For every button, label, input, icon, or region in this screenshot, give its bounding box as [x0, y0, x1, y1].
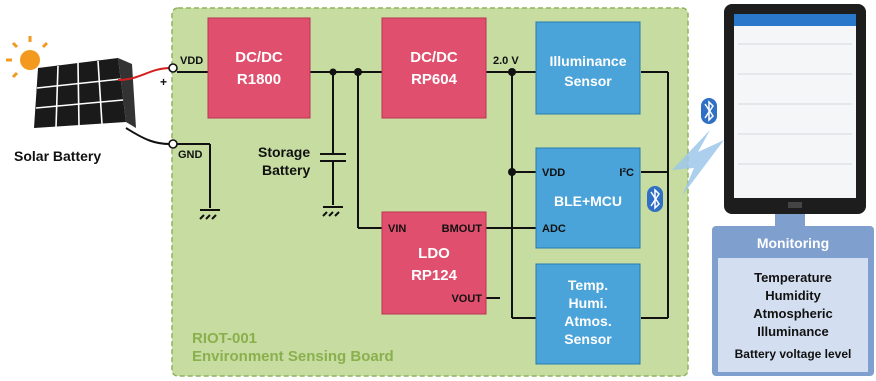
ble-adc-pin: ADC [542, 223, 566, 235]
ble-i2c-pin: I²C [619, 167, 634, 179]
ble-mcu-title: BLE+MCU [554, 193, 622, 209]
ground-symbol-2 [322, 206, 343, 217]
monitoring-item-humidity: Humidity [765, 288, 821, 303]
ldo-vout-pin: VOUT [451, 293, 482, 305]
monitoring-pointer [775, 210, 805, 230]
illuminance-title: Illuminance [549, 53, 626, 69]
wireless-link [672, 130, 724, 196]
sun-icon [6, 36, 49, 79]
board-name: RIOT-001 [192, 330, 257, 347]
ble-vdd-pin: VDD [542, 167, 565, 179]
ldo-vin-pin: VIN [388, 223, 406, 235]
gnd-pin-label: GND [178, 149, 203, 161]
illuminance-subtitle: Sensor [564, 73, 612, 89]
dcdc-rp604-part: RP604 [411, 71, 458, 88]
env-sensor-line3: Atmos. [564, 313, 611, 329]
ground-symbol-1 [199, 209, 220, 220]
vdd-pin-label: VDD [180, 55, 203, 67]
dcdc-r1800-block: DC/DC R1800 [207, 17, 311, 119]
solar-battery-label: Solar Battery [14, 148, 101, 164]
circuit-wires [177, 71, 669, 319]
ble-mcu-block: VDD I²C BLE+MCU ADC [535, 147, 641, 249]
monitoring-content [718, 258, 868, 372]
monitoring-item-illuminance: Illuminance [757, 324, 829, 339]
monitoring-item-atmospheric: Atmospheric [753, 306, 832, 321]
junction-dots [329, 68, 516, 176]
storage-battery-label-2: Battery [262, 162, 310, 178]
env-sensor-line2: Humi. [569, 295, 608, 311]
negative-wire [125, 127, 171, 145]
illuminance-sensor-block: Illuminance Sensor [535, 21, 641, 115]
gnd-terminal [168, 139, 178, 149]
solar-panel-icon [34, 58, 136, 128]
tablet-icon [724, 4, 866, 214]
dcdc-r1800-title: DC/DC [235, 49, 283, 66]
env-sensor-line1: Temp. [568, 277, 608, 293]
env-sensor-line4: Sensor [564, 331, 612, 347]
monitoring-title: Monitoring [757, 235, 829, 251]
vdd-terminal [168, 63, 178, 73]
dcdc-rp604-title: DC/DC [410, 49, 458, 66]
dcdc-r1800-part: R1800 [237, 71, 281, 88]
board-subtitle: Environment Sensing Board [192, 348, 394, 365]
ldo-part: RP124 [411, 267, 458, 284]
rail-voltage-label: 2.0 V [493, 55, 519, 67]
positive-wire [117, 67, 171, 81]
monitoring-item-temperature: Temperature [754, 270, 832, 285]
ldo-bmout-pin: BMOUT [442, 223, 483, 235]
dcdc-rp604-block: DC/DC RP604 [381, 17, 487, 119]
storage-battery-label-1: Storage [258, 144, 310, 160]
ldo-rp124-block: VIN BMOUT LDO RP124 VOUT [381, 211, 487, 315]
ldo-title: LDO [418, 245, 450, 262]
bluetooth-icon [647, 186, 663, 212]
monitoring-battery-level: Battery voltage level [735, 347, 852, 361]
environment-sensor-block: Temp. Humi. Atmos. Sensor [535, 263, 641, 365]
positive-sign: + [160, 75, 167, 89]
bluetooth-icon [701, 98, 717, 124]
